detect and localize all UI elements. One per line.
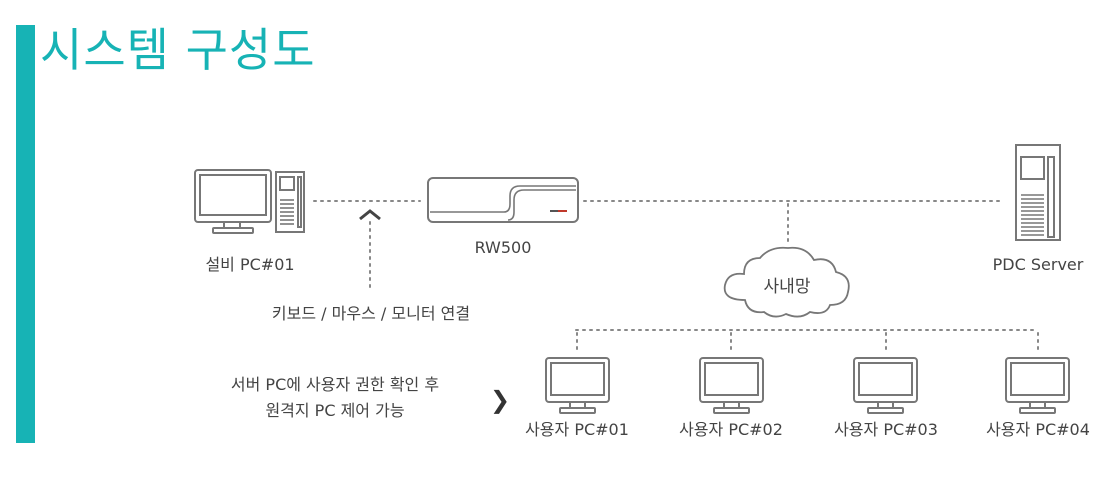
connection-lines <box>313 200 1039 353</box>
title-accent-bar <box>16 25 35 443</box>
chevron-right-icon: ❯ <box>490 386 511 414</box>
page-title: 시스템 구성도 <box>40 23 316 77</box>
monitor-icon <box>853 357 918 414</box>
user-pc-label: 사용자 PC#02 <box>679 420 783 439</box>
user-pc-label: 사용자 PC#04 <box>986 420 1090 439</box>
desktop-tower-icon <box>194 169 305 234</box>
user-monitors <box>545 357 1070 414</box>
arrow-up-icon <box>359 209 381 221</box>
monitor-icon <box>699 357 764 414</box>
user-pc-label: 사용자 PC#01 <box>525 420 629 439</box>
monitor-icon <box>545 357 610 414</box>
cloud-icon <box>723 246 850 318</box>
remote-control-note-line2: 원격지 PC 제어 가능 <box>265 401 405 420</box>
remote-control-note-line1: 서버 PC에 사용자 권한 확인 후 <box>230 375 440 394</box>
brand-logo-icon <box>550 210 567 212</box>
rw500-label: RW500 <box>474 238 532 257</box>
remote-control-note: 서버 PC에 사용자 권한 확인 후 원격지 PC 제어 가능 <box>200 372 470 424</box>
equipment-pc-label: 설비 PC#01 <box>205 255 295 274</box>
kvm-device-icon <box>427 177 579 223</box>
server-tower-icon <box>1015 144 1061 241</box>
pdc-server-label: PDC Server <box>992 255 1084 274</box>
monitor-icon <box>1005 357 1070 414</box>
kvm-connection-note: 키보드 / 마우스 / 모니터 연결 <box>271 304 471 323</box>
intranet-label: 사내망 <box>763 277 811 297</box>
user-pc-label: 사용자 PC#03 <box>834 420 938 439</box>
